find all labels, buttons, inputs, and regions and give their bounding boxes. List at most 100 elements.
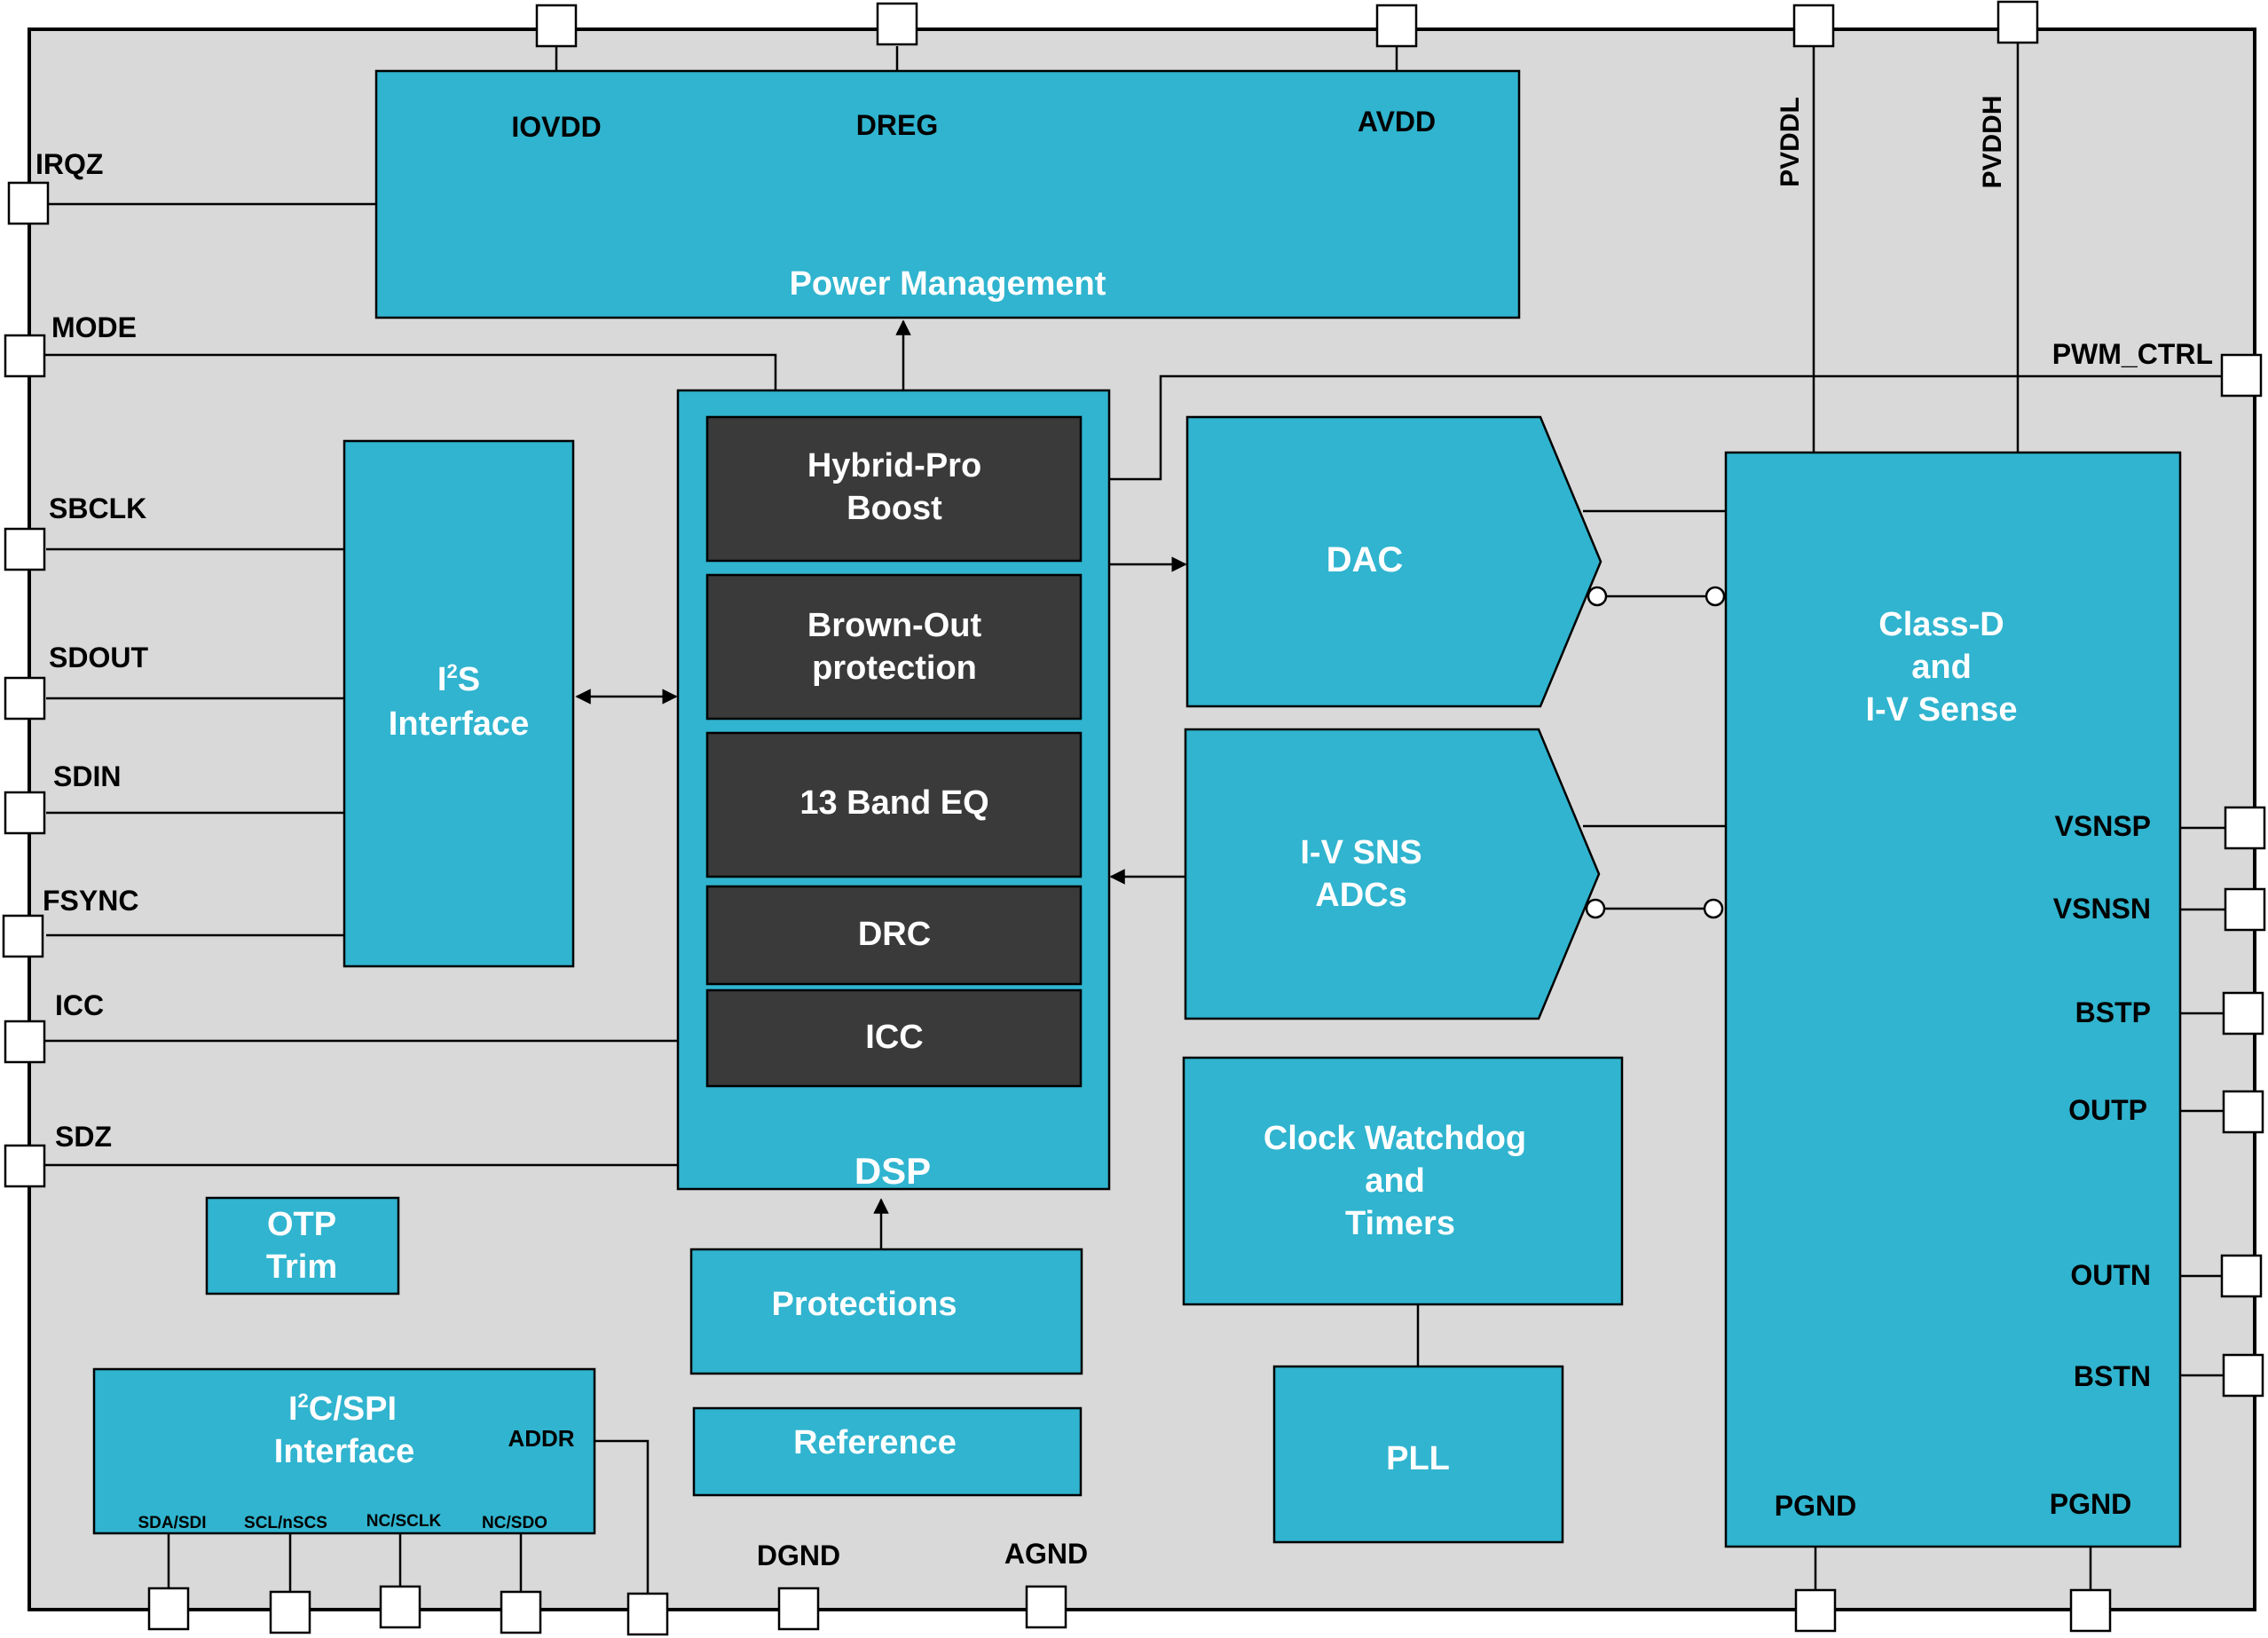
bstn-pin <box>2222 1353 2264 1398</box>
sdin-label: SDIN <box>53 760 121 792</box>
pin-labels: IOVDD DREG AVDD PVDDL PVDDH IRQZ MODE SB… <box>35 95 2213 1571</box>
mode-label: MODE <box>51 311 137 343</box>
classd-label-line1: Class-D <box>1878 606 2004 643</box>
i2c-label-line1: I2C/SPI <box>288 1390 397 1428</box>
addr-pin <box>626 1592 669 1636</box>
ivsns-label-line2: ADCs <box>1315 877 1406 914</box>
agnd-pin <box>1025 1585 1067 1629</box>
clock-label-line3: Timers <box>1345 1205 1455 1242</box>
pwm-ctrl-label: PWM_CTRL <box>2052 338 2213 370</box>
i2s-interface-block <box>343 439 575 968</box>
outn-label: OUTN <box>2070 1259 2151 1291</box>
dreg-pin <box>876 2 918 46</box>
pvddh-pin <box>1996 0 2039 44</box>
sdz-pin <box>4 1144 46 1188</box>
pvddl-label: PVDDL <box>1776 97 1805 187</box>
scl-nscs-label: SCL/nSCS <box>244 1514 327 1532</box>
sda-sdi-pin <box>147 1587 190 1631</box>
bstp-label: BSTP <box>2075 996 2151 1028</box>
icc-block <box>705 988 1083 1088</box>
block-labels: Power Management I2S Interface Hybrid-Pr… <box>266 265 2018 1477</box>
drc-block <box>705 885 1083 986</box>
iovdd-pin <box>535 4 578 48</box>
icc-pin <box>4 1020 46 1064</box>
wires <box>44 43 2241 1594</box>
pgnd-label-2: PGND <box>2050 1488 2131 1520</box>
protections-label: Protections <box>771 1286 957 1323</box>
connection-circles <box>1585 586 1726 919</box>
pgnd-pin-2 <box>2069 1588 2112 1633</box>
bstn-label: BSTN <box>2074 1360 2151 1392</box>
icc-label: ICC <box>55 989 104 1021</box>
power-management-block <box>374 69 1521 319</box>
drc-label: DRC <box>858 916 931 953</box>
hybrid-pro-boost-block <box>705 415 1083 563</box>
fsync-label: FSYNC <box>43 885 138 917</box>
sdout-pin <box>4 676 46 721</box>
vsnsn-pin <box>2224 887 2266 932</box>
hybrid-label-line1: Hybrid-Pro <box>807 447 981 484</box>
outp-pin <box>2222 1090 2264 1134</box>
dgnd-pin <box>777 1587 820 1631</box>
vsnsp-pin <box>2224 806 2266 850</box>
band-eq-block <box>705 731 1083 878</box>
irqz-label: IRQZ <box>35 148 103 180</box>
dsp-label: DSP <box>854 1150 931 1192</box>
clock-label-line2: and <box>1365 1162 1425 1200</box>
avdd-label: AVDD <box>1358 106 1436 138</box>
hybrid-label-line2: Boost <box>847 490 942 527</box>
brownout-label-line1: Brown-Out <box>807 607 982 644</box>
mode-pin <box>4 334 46 378</box>
pvddl-pin <box>1792 4 1835 48</box>
i2c-label-line2: Interface <box>274 1433 414 1470</box>
avdd-pin <box>1375 4 1418 48</box>
dac-label: DAC <box>1327 540 1404 579</box>
classd-label-line2: and <box>1911 649 1972 686</box>
scl-nscs-pin <box>269 1590 311 1634</box>
vsnsp-label: VSNSP <box>2055 810 2151 842</box>
sdout-label: SDOUT <box>49 642 148 673</box>
classd-label-line3: I-V Sense <box>1865 691 2017 728</box>
reference-block <box>692 1406 1083 1497</box>
otp-label-line1: OTP <box>267 1206 336 1243</box>
fsync-pin <box>2 914 44 958</box>
clock-label-line1: Clock Watchdog <box>1264 1120 1526 1157</box>
brown-out-protection-block <box>705 573 1083 721</box>
otp-trim-block <box>205 1196 400 1295</box>
outp-label: OUTP <box>2068 1094 2147 1126</box>
sdin-pin <box>4 791 46 835</box>
class-d-iv-sense-block <box>1724 451 2182 1548</box>
reference-label: Reference <box>793 1424 957 1461</box>
iovdd-label: IOVDD <box>511 111 601 143</box>
pll-block <box>1272 1365 1564 1544</box>
power-management-label: Power Management <box>790 265 1106 303</box>
sbclk-pin <box>4 527 46 571</box>
sdz-label: SDZ <box>55 1121 112 1153</box>
ivsns-label-line1: I-V SNS <box>1300 834 1421 871</box>
eq-label: 13 Band EQ <box>799 784 988 822</box>
i2c-spi-interface-block <box>92 1367 596 1535</box>
i2s-label-line1: I2S <box>437 660 480 698</box>
iv-sns-adcs-block <box>1184 728 1601 1020</box>
irqz-pin <box>7 181 50 225</box>
dreg-label: DREG <box>856 109 938 141</box>
pll-label: PLL <box>1386 1440 1450 1477</box>
nc-sclk-pin <box>379 1585 421 1629</box>
otp-label-line2: Trim <box>266 1248 337 1286</box>
protections-block <box>689 1248 1083 1375</box>
pgnd-label-1: PGND <box>1775 1490 1856 1522</box>
pwm-ctrl-pin <box>2220 353 2263 398</box>
agnd-label: AGND <box>1004 1538 1088 1570</box>
outn-pin <box>2220 1254 2263 1298</box>
icc-block-label: ICC <box>865 1019 923 1056</box>
dac-block <box>1185 415 1603 708</box>
nc-sdo-pin <box>500 1590 542 1634</box>
dgnd-label: DGND <box>757 1540 840 1571</box>
clock-watchdog-block <box>1182 1056 1624 1306</box>
sda-sdi-label: SDA/SDI <box>138 1514 206 1532</box>
brownout-label-line2: protection <box>812 650 977 687</box>
pvddh-label: PVDDH <box>1978 95 2007 188</box>
nc-sdo-label: NC/SDO <box>482 1514 547 1532</box>
